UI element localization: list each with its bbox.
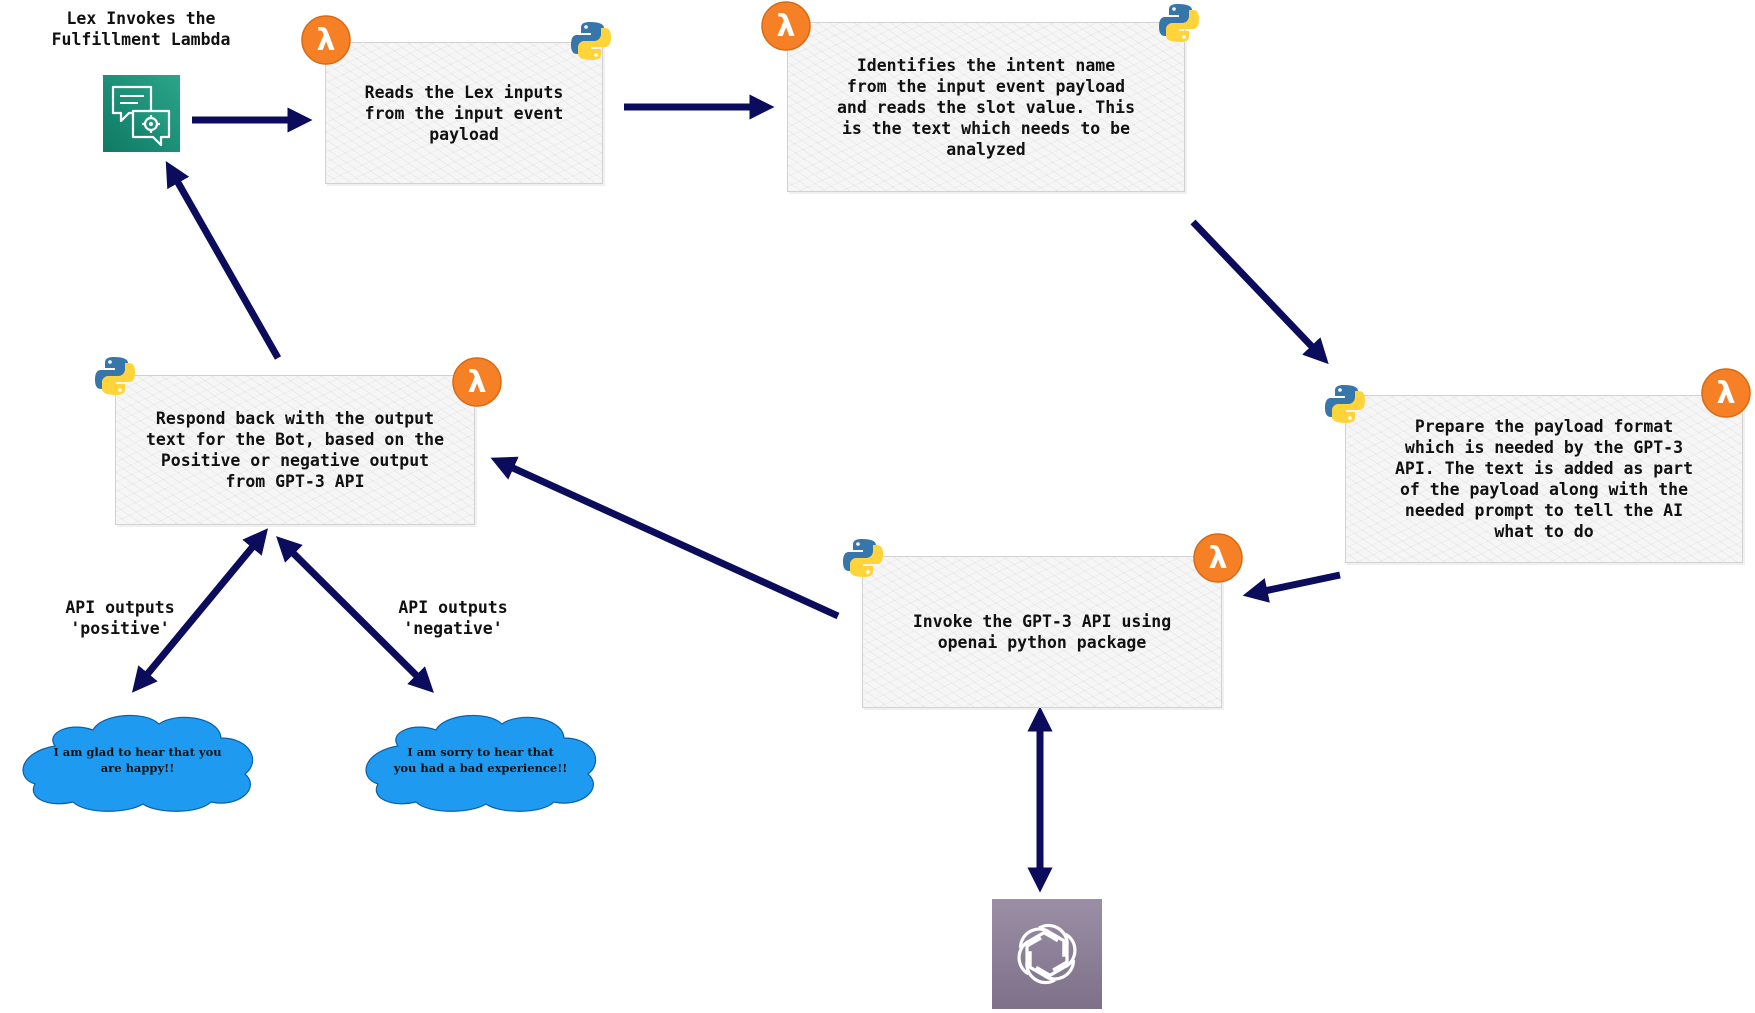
branch-positive-label: API outputs 'positive'	[65, 598, 175, 638]
python-icon	[842, 537, 884, 579]
lex-chatbot-icon	[103, 75, 180, 152]
svg-text:λ: λ	[468, 365, 487, 400]
step-prepare-payload-text: Prepare the payload format which is need…	[1394, 417, 1693, 541]
python-icon	[94, 355, 136, 397]
lambda-icon: λ	[1192, 532, 1244, 584]
positive-response-text: I am glad to hear that you are happy!!	[53, 745, 222, 775]
python-icon	[1158, 2, 1200, 44]
python-icon	[570, 20, 612, 62]
lambda-icon: λ	[1700, 367, 1752, 419]
step-invoke-api-box: Invoke the GPT-3 API using openai python…	[862, 556, 1222, 708]
step-prepare-payload-box: Prepare the payload format which is need…	[1345, 395, 1743, 563]
arrow-invoke-to-respond	[490, 456, 840, 620]
openai-icon	[992, 899, 1102, 1009]
lambda-icon: λ	[300, 14, 352, 66]
svg-text:λ: λ	[1717, 376, 1736, 411]
lambda-icon: λ	[760, 0, 812, 52]
negative-response-cloud	[358, 702, 603, 814]
step-identify-intent-text: Identifies the intent name from the inpu…	[836, 55, 1135, 159]
lex-invokes-label: Lex Invokes the Fulfillment Lambda	[51, 9, 231, 49]
step-identify-intent-box: Identifies the intent name from the inpu…	[787, 22, 1185, 192]
step-respond-back-box: Respond back with the output text for th…	[115, 375, 475, 525]
svg-text:λ: λ	[317, 23, 336, 58]
arrow-respond-to-lex	[165, 161, 282, 360]
step-invoke-api-text: Invoke the GPT-3 API using openai python…	[912, 612, 1172, 652]
positive-response-cloud	[15, 702, 260, 814]
python-icon	[1324, 383, 1366, 425]
step-read-inputs-text: Reads the Lex inputs from the input even…	[364, 82, 564, 144]
arrow-respond-negative	[276, 536, 434, 693]
branch-negative-label: API outputs 'negative'	[398, 598, 508, 638]
negative-response-text: I am sorry to hear that you had a bad ex…	[393, 745, 568, 775]
lambda-icon: λ	[451, 356, 503, 408]
step-respond-back-text: Respond back with the output text for th…	[145, 409, 444, 491]
svg-text:λ: λ	[1209, 541, 1228, 576]
arrow-prepare-to-invoke	[1242, 571, 1341, 603]
arrow-respond-positive	[131, 528, 269, 693]
step-read-inputs-box: Reads the Lex inputs from the input even…	[325, 42, 603, 184]
svg-text:λ: λ	[777, 9, 796, 44]
arrow-identify-to-prepare	[1190, 219, 1329, 365]
